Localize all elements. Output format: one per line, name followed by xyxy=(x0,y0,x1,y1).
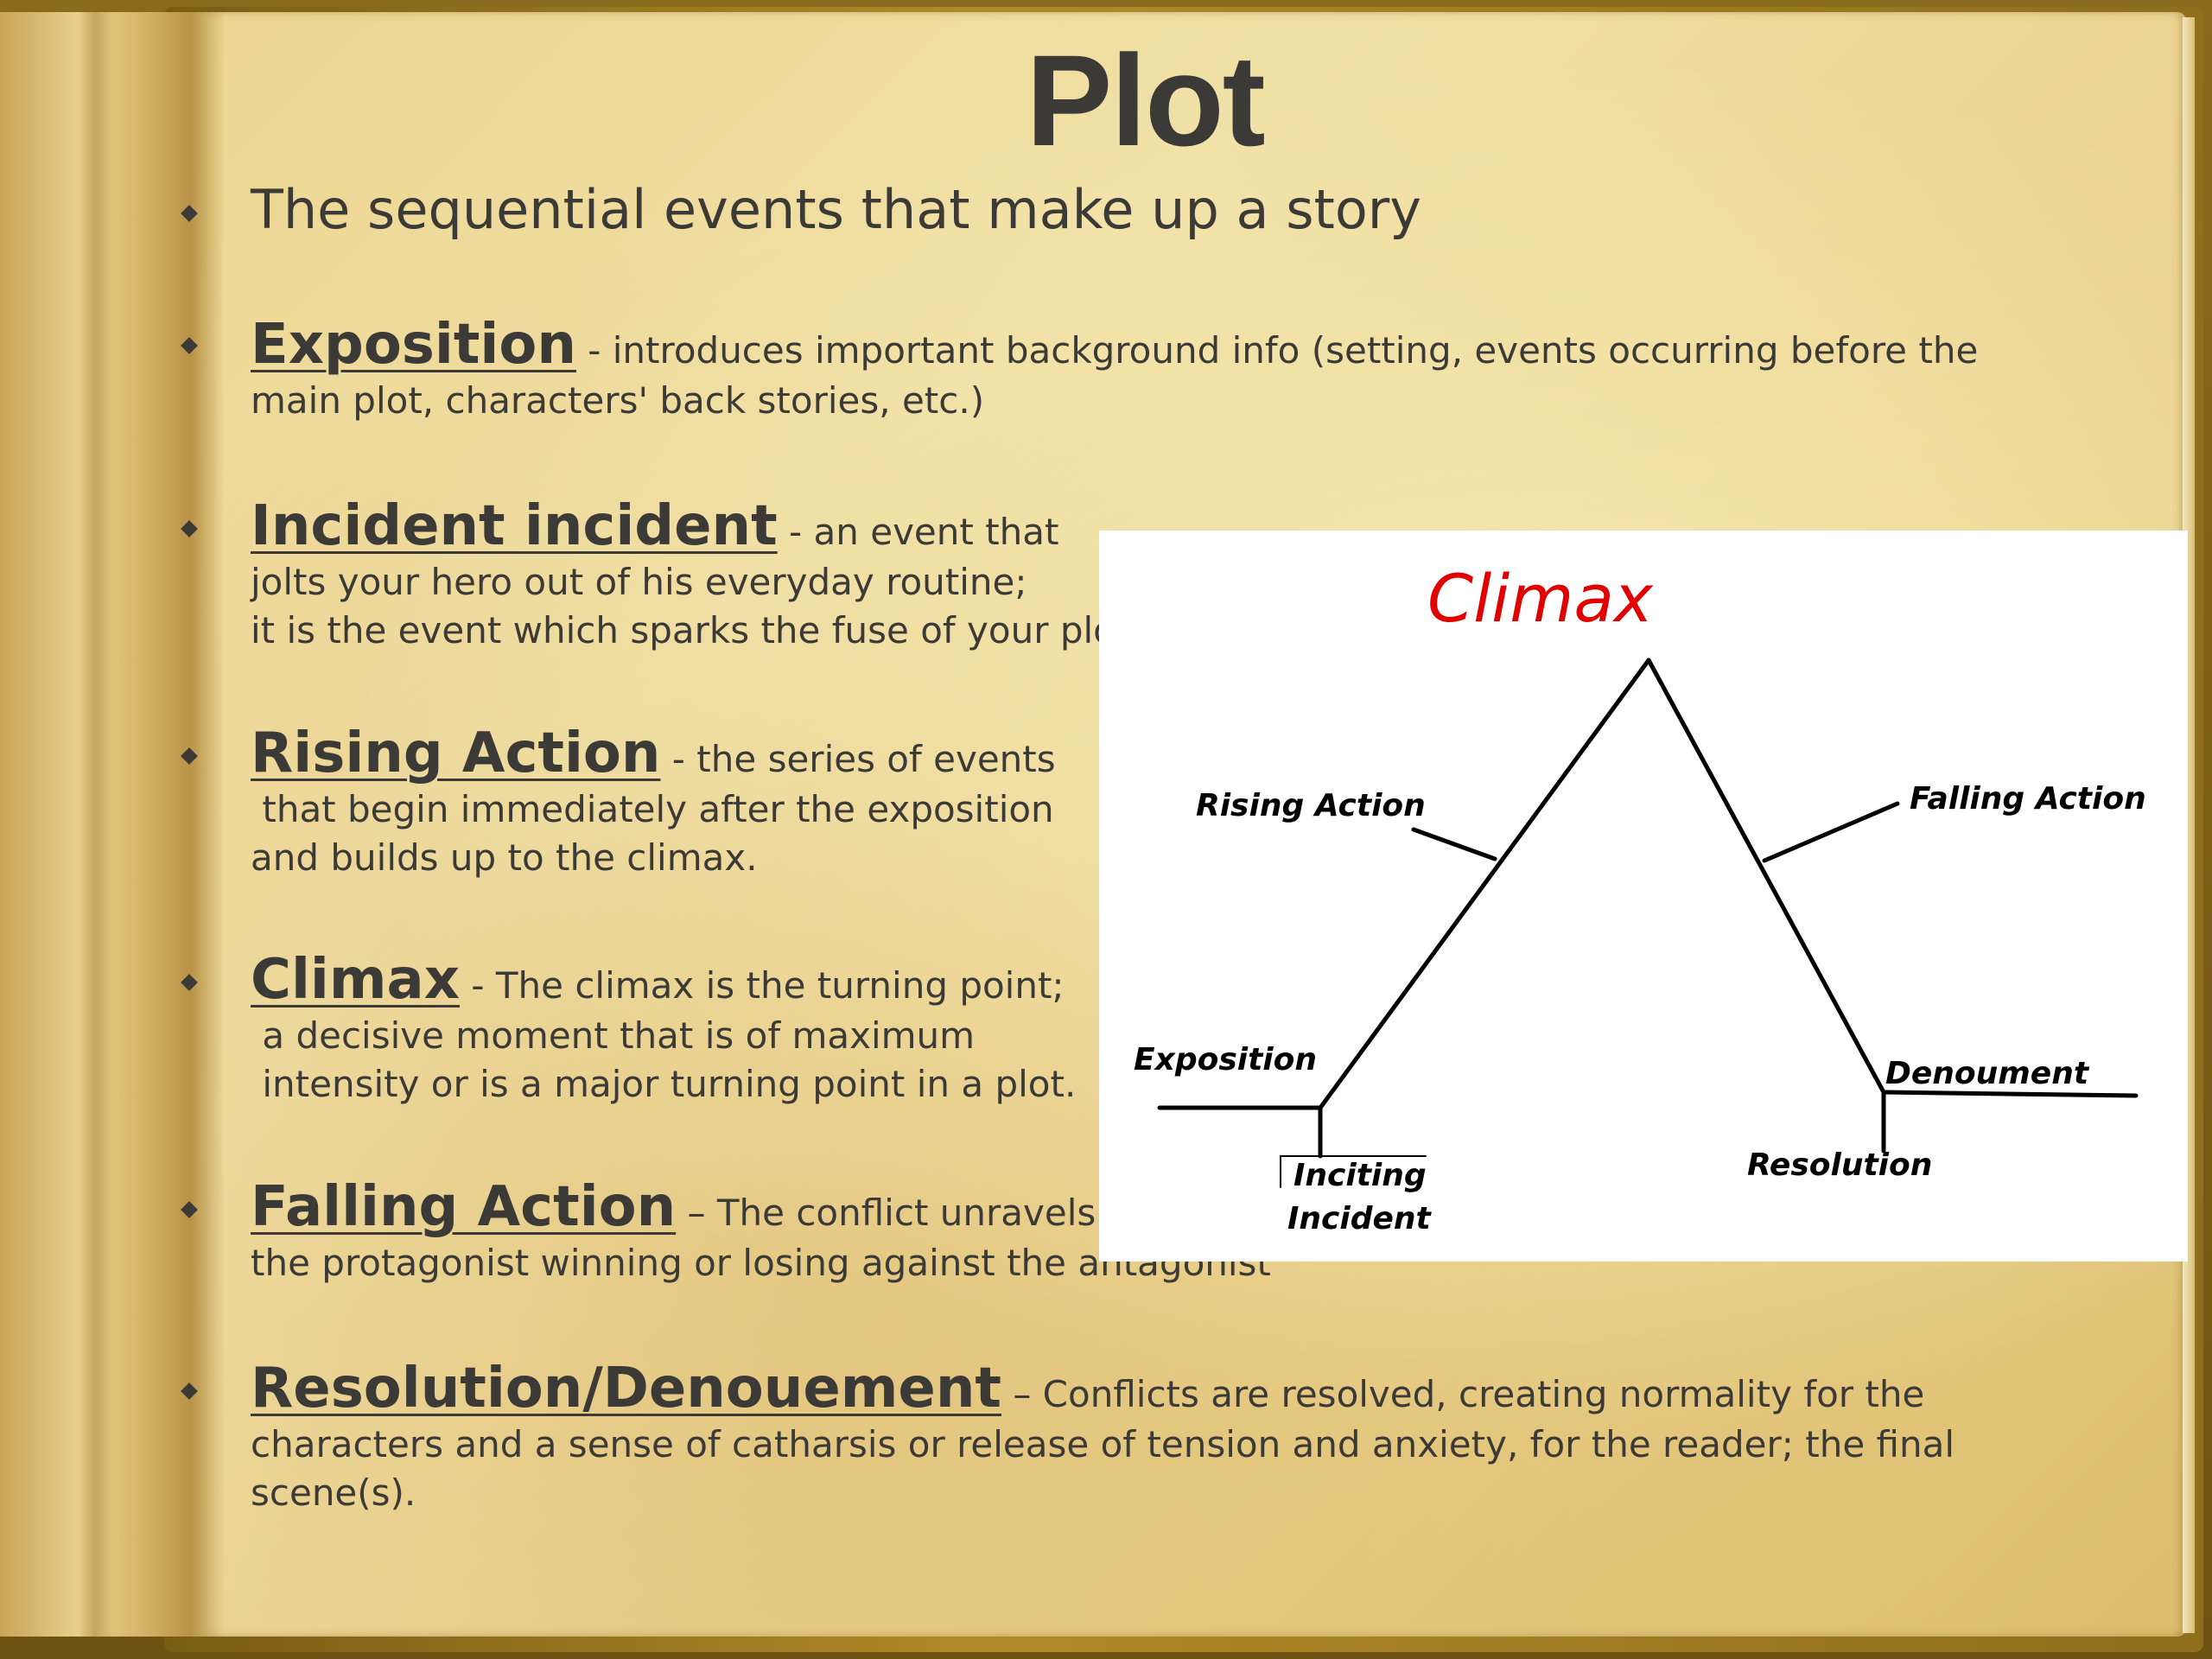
definition-line: it is the event which sparks the fuse of… xyxy=(251,609,1130,652)
definition-line: and builds up to the climax. xyxy=(251,836,758,879)
list-item-resolution: Resolution/Denouement – Conflicts are re… xyxy=(251,1357,1955,1517)
plot-diagram-svg: Climax Rising Action Falling Action Expo… xyxy=(1134,560,2146,1236)
term-separator: – xyxy=(676,1192,717,1234)
term-separator: – xyxy=(1001,1373,1043,1415)
definition-line: The climax is the turning point; xyxy=(495,964,1065,1007)
falling-line xyxy=(1646,658,1886,1095)
book-spine xyxy=(0,12,225,1637)
definition-line: intensity or is a major turning point in… xyxy=(251,1063,1077,1105)
term-climax: Climax xyxy=(251,948,460,1012)
definition-line: Conflicts are resolved, creating normali… xyxy=(1042,1373,1925,1415)
falling-leader xyxy=(1762,801,1900,863)
page-title: Plot xyxy=(1026,28,1265,173)
definition-line: main plot, characters' back stories, etc… xyxy=(251,379,985,422)
list-item-rising-action: Rising Action - the series of events tha… xyxy=(251,721,1056,882)
rising-leader xyxy=(1411,827,1497,861)
term-exposition: Exposition xyxy=(251,313,576,377)
definition-line: the protagonist winning or losing agains… xyxy=(251,1242,1271,1284)
term-resolution-denouement: Resolution/Denouement xyxy=(251,1357,1001,1421)
intro-text: The sequential events that make up a sto… xyxy=(251,178,1421,241)
diagram-label-denoument: Denoument xyxy=(1885,1056,2090,1091)
term-rising-action: Rising Action xyxy=(251,721,661,785)
diagram-label-incident: Incident xyxy=(1287,1201,1433,1236)
term-separator: - xyxy=(777,511,814,553)
list-item-falling-action: Falling Action – The conflict unravels w… xyxy=(251,1175,1271,1287)
list-item-climax: Climax - The climax is the turning point… xyxy=(251,948,1076,1109)
definition-line: characters and a sense of catharsis or r… xyxy=(251,1423,1955,1465)
definition-line: jolts your hero out of his everyday rout… xyxy=(251,561,1027,603)
term-incident-incident: Incident incident xyxy=(251,494,778,558)
term-separator: - xyxy=(575,329,613,372)
diagram-label-falling-action: Falling Action xyxy=(1910,781,2146,817)
definition-line: scene(s). xyxy=(251,1471,416,1514)
term-separator: - xyxy=(460,964,496,1007)
diagram-label-resolution: Resolution xyxy=(1747,1147,1932,1183)
diagram-label-rising-action: Rising Action xyxy=(1196,788,1426,823)
term-falling-action: Falling Action xyxy=(251,1175,677,1239)
rising-line xyxy=(1318,658,1651,1110)
diagram-label-exposition: Exposition xyxy=(1134,1042,1317,1077)
diagram-label-climax: Climax xyxy=(1427,560,1654,637)
definition-line: introduces important background info (se… xyxy=(612,329,1979,372)
definition-line: an event that xyxy=(813,511,1059,553)
term-separator: - xyxy=(660,738,697,780)
diagram-label-inciting: Inciting xyxy=(1294,1158,1427,1193)
list-item-exposition: Exposition - introduces important backgr… xyxy=(251,313,1978,425)
book-spine-fold xyxy=(78,12,112,1637)
plot-diagram: Climax Rising Action Falling Action Expo… xyxy=(1099,531,2188,1262)
definition-line: the series of events xyxy=(696,738,1056,780)
definition-line: a decisive moment that is of maximum xyxy=(251,1014,976,1057)
denoument-line xyxy=(1881,1090,2139,1098)
list-item-incident: Incident incident - an event that jolts … xyxy=(251,494,1129,655)
definition-line: that begin immediately after the exposit… xyxy=(251,788,1054,830)
